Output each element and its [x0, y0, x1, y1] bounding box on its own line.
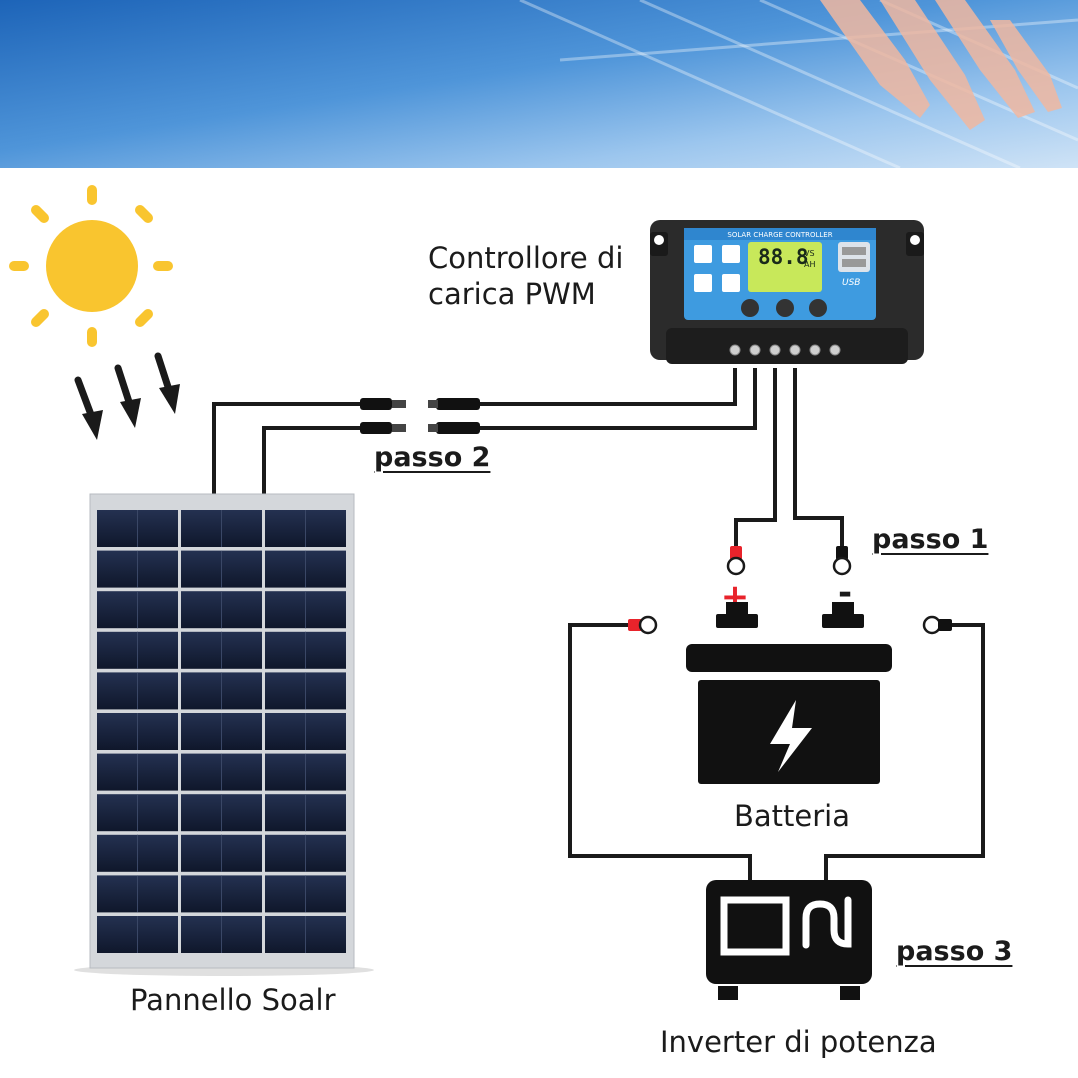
battery-ring-terminals	[726, 546, 852, 576]
step-2-label: passo 2	[374, 442, 491, 473]
controller-label-line1: Controllore di	[428, 241, 624, 275]
battery-icon	[686, 602, 892, 784]
wiring	[212, 368, 985, 885]
charge-controller	[650, 220, 924, 364]
step-3-label: passo 3	[896, 936, 1013, 967]
solar-panel	[74, 493, 374, 976]
mc4-connectors-icon	[360, 398, 480, 434]
panel-label: Pannello Soalr	[130, 983, 336, 1017]
inverter-label: Inverter di potenza	[660, 1025, 937, 1059]
inverter-ring-terminals	[628, 615, 952, 635]
battery-label: Batteria	[734, 799, 850, 833]
controller-title: SOLAR CHARGE CONTROLLER	[727, 231, 832, 239]
header-banner	[0, 0, 1078, 170]
controller-label-line2: carica PWM	[428, 277, 596, 311]
step-1-label: passo 1	[872, 524, 989, 555]
inverter-icon	[706, 880, 872, 1000]
sun-icon	[9, 185, 173, 347]
bolt-icon	[770, 700, 812, 772]
sunlight-arrows-icon	[74, 352, 180, 440]
lcd-unit-bottom: AH	[804, 260, 816, 269]
lcd-unit-top: VS	[804, 249, 815, 258]
lcd-screen	[748, 242, 822, 292]
lcd-value: 88.8	[758, 245, 809, 269]
usb-port-icon	[838, 242, 870, 272]
hand-silhouette	[820, 0, 1062, 130]
usb-label: USB	[842, 278, 860, 288]
